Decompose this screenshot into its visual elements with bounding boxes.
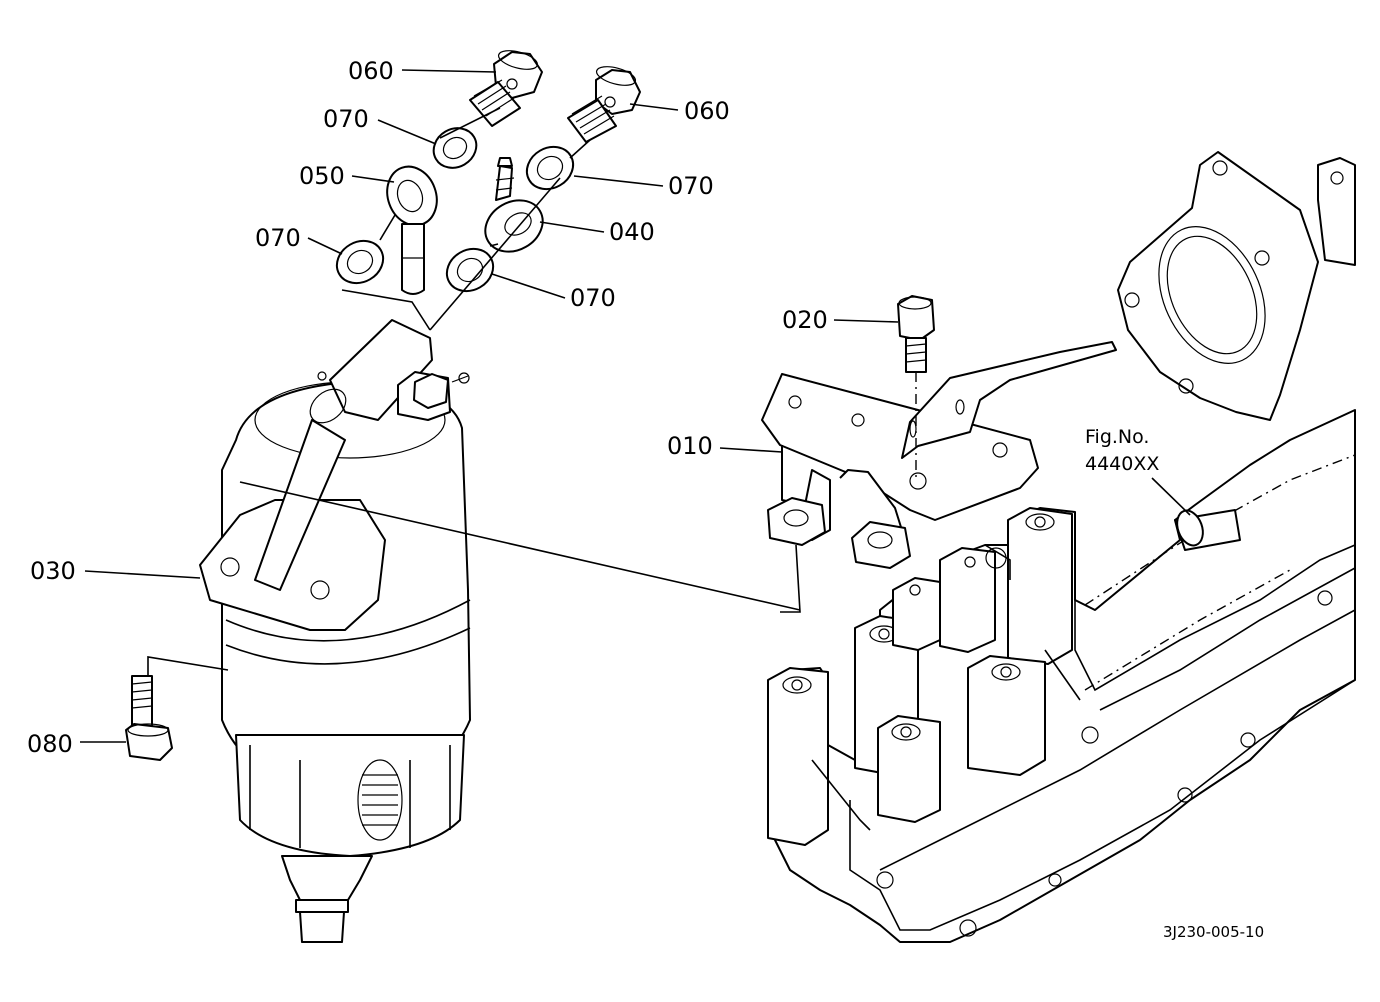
washer-070-c bbox=[335, 239, 385, 285]
callout-070-a: 070 bbox=[323, 105, 369, 133]
figure-ref-label: Fig.No. bbox=[1085, 426, 1149, 448]
figure-ref-number: 4440XX bbox=[1085, 453, 1159, 475]
engine-block bbox=[767, 151, 1356, 943]
callout-labels: 060 060 070 050 070 040 070 070 020 010 … bbox=[27, 57, 1264, 941]
bracket-010 bbox=[761, 341, 1117, 569]
leader-lines bbox=[80, 69, 1191, 743]
washer-070-d bbox=[445, 247, 495, 293]
washer-070-b bbox=[525, 145, 575, 191]
bolt-020 bbox=[897, 295, 935, 480]
callout-060-right: 060 bbox=[684, 97, 730, 125]
callout-070-d: 070 bbox=[570, 284, 616, 312]
callout-050: 050 bbox=[299, 162, 345, 190]
callout-030: 030 bbox=[30, 557, 76, 585]
callout-070-c: 070 bbox=[255, 224, 301, 252]
callout-020: 020 bbox=[782, 306, 828, 334]
fuel-filter-030 bbox=[199, 319, 471, 943]
assembly-lines bbox=[239, 107, 801, 613]
bolt-080 bbox=[125, 656, 229, 761]
banjo-bolt-060-left bbox=[469, 50, 543, 127]
callout-040: 040 bbox=[609, 218, 655, 246]
banjo-fitting-050 bbox=[386, 165, 438, 295]
washer-070-a bbox=[432, 127, 478, 169]
callout-070-b: 070 bbox=[668, 172, 714, 200]
callout-080: 080 bbox=[27, 730, 73, 758]
banjo-bolt-060-right bbox=[567, 66, 641, 143]
callout-060-left: 060 bbox=[348, 57, 394, 85]
callout-010: 010 bbox=[667, 432, 713, 460]
drawing-code: 3J230-005-10 bbox=[1163, 923, 1264, 941]
banjo-fitting-040 bbox=[484, 157, 544, 253]
